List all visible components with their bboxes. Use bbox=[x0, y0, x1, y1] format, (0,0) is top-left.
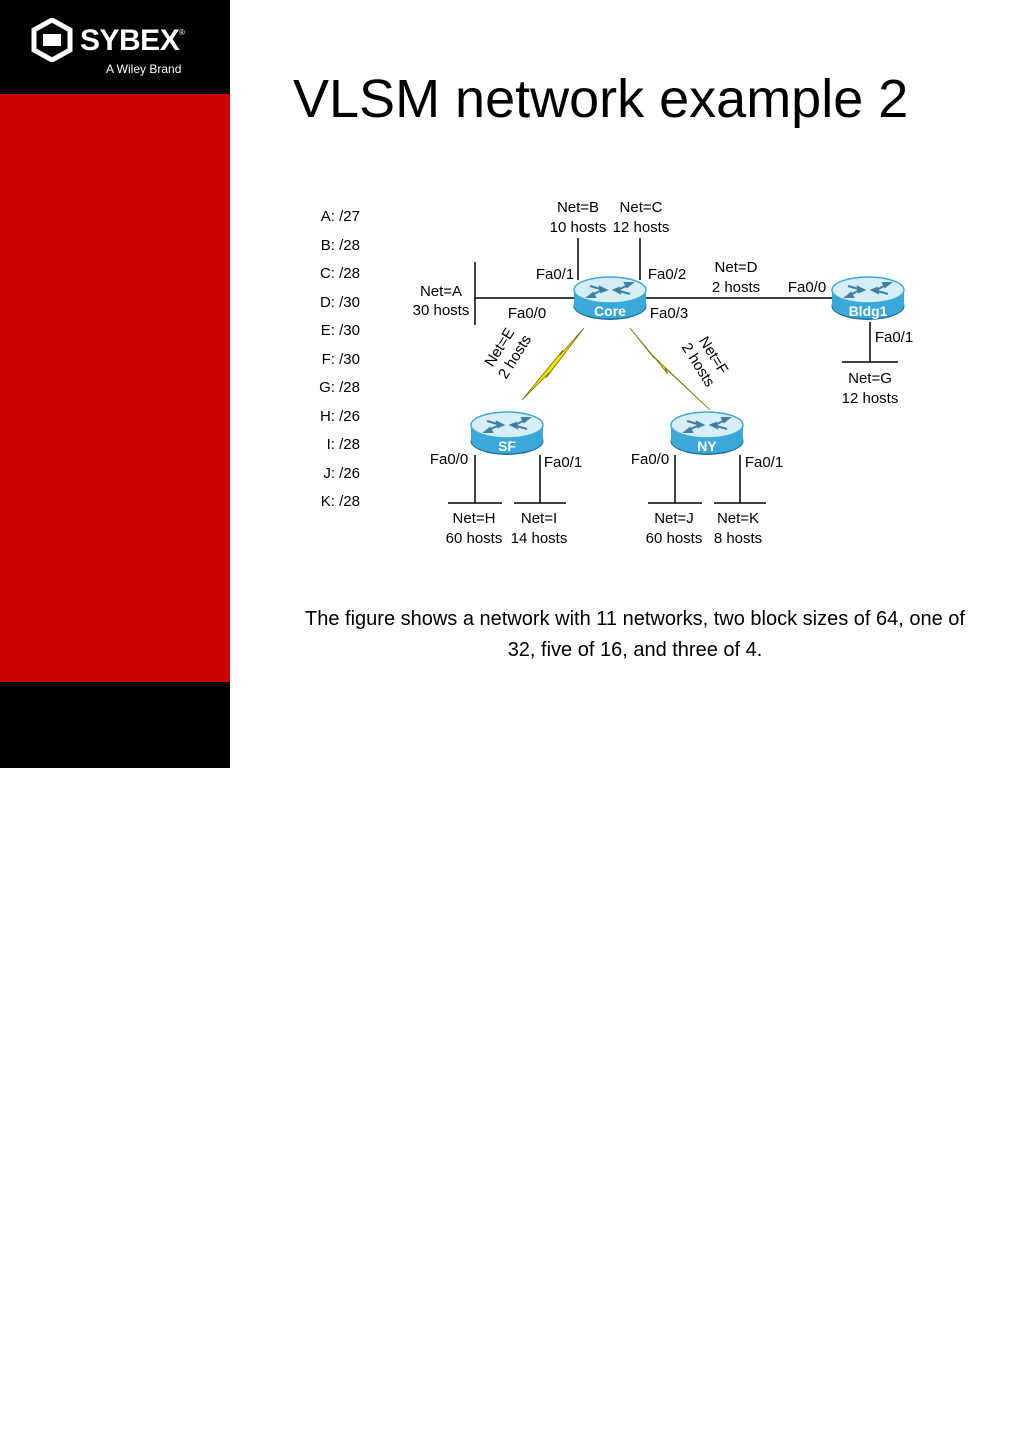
net-b-name: Net=B bbox=[557, 199, 599, 216]
net-h-hosts: 60 hosts bbox=[446, 530, 503, 547]
router-ny-label: NY bbox=[697, 438, 717, 454]
prefix-item-f: F: /30 bbox=[321, 350, 360, 368]
prefix-item-j: J: /26 bbox=[323, 464, 360, 482]
sybex-logo-block: SYBEX ® A Wiley Brand bbox=[0, 0, 230, 94]
net-j-name: Net=J bbox=[654, 510, 694, 527]
sybex-tagline: A Wiley Brand bbox=[106, 62, 182, 76]
prefix-item-c: C: /28 bbox=[319, 265, 360, 282]
router-bldg1: Bldg1 bbox=[831, 276, 905, 321]
net-k-name: Net=K bbox=[717, 510, 759, 527]
net-d-hosts: 2 hosts bbox=[712, 279, 760, 296]
net-e-label: Net=E 2 hosts bbox=[481, 325, 535, 382]
prefix-item-h: H: /26 bbox=[319, 407, 360, 425]
prefix-item-a: A: /27 bbox=[320, 208, 360, 225]
ny-fa00-label: Fa0/0 bbox=[631, 451, 669, 468]
serial-link-e bbox=[521, 327, 585, 401]
bldg1-fa00-label: Fa0/0 bbox=[788, 279, 826, 296]
core-fa01-label: Fa0/1 bbox=[536, 266, 574, 283]
prefix-item-d: D: /30 bbox=[319, 293, 360, 311]
net-h-name: Net=H bbox=[453, 510, 496, 527]
net-c-hosts: 12 hosts bbox=[613, 219, 670, 236]
bldg1-fa01-label: Fa0/1 bbox=[875, 329, 913, 346]
net-g-name: Net=G bbox=[848, 370, 892, 387]
prefix-item-g: G: /28 bbox=[319, 379, 360, 396]
network-diagram: Core Bldg1 SF NY Net=A 30 hosts Net=B 10… bbox=[413, 199, 914, 547]
registered-mark: ® bbox=[179, 28, 185, 37]
net-f-label: Net=F 2 hosts bbox=[678, 333, 731, 390]
router-sf: SF bbox=[470, 411, 544, 456]
net-a-hosts: 30 hosts bbox=[413, 302, 470, 319]
net-a-name: Net=A bbox=[420, 283, 462, 300]
router-core-label: Core bbox=[594, 303, 626, 319]
prefix-item-b: B: /28 bbox=[320, 236, 360, 254]
net-g-hosts: 12 hosts bbox=[842, 390, 899, 407]
prefix-item-e: E: /30 bbox=[320, 322, 360, 339]
net-d-name: Net=D bbox=[715, 259, 758, 276]
sybex-wordmark: SYBEX bbox=[80, 24, 180, 57]
prefix-item-i: I: /28 bbox=[326, 436, 360, 453]
router-ny: NY bbox=[670, 411, 744, 456]
net-c-name: Net=C bbox=[620, 199, 663, 216]
sybex-logo-icon bbox=[31, 18, 73, 62]
router-bldg1-label: Bldg1 bbox=[849, 303, 888, 319]
router-sf-label: SF bbox=[498, 438, 516, 454]
slide-caption: The figure shows a network with 11 netwo… bbox=[305, 608, 965, 661]
net-j-hosts: 60 hosts bbox=[646, 530, 703, 547]
sf-fa01-label: Fa0/1 bbox=[544, 454, 582, 471]
core-fa00-label: Fa0/0 bbox=[508, 305, 546, 322]
serial-link-f bbox=[629, 327, 711, 411]
slide-title: VLSM network example 2 bbox=[293, 69, 909, 129]
net-i-hosts: 14 hosts bbox=[511, 530, 568, 547]
router-core: Core bbox=[573, 276, 647, 321]
net-b-hosts: 10 hosts bbox=[550, 219, 607, 236]
prefix-item-k: K: /28 bbox=[320, 493, 360, 510]
core-fa03-label: Fa0/3 bbox=[650, 305, 688, 322]
sf-fa00-label: Fa0/0 bbox=[430, 451, 468, 468]
wiley-wordmark: WILEY bbox=[26, 1386, 167, 1432]
prefix-list: A: /27 B: /28 C: /28 D: /30 E: /30 F: /3… bbox=[300, 205, 360, 519]
core-fa02-label: Fa0/2 bbox=[648, 266, 686, 283]
sidebar-band: SYBEX ® A Wiley Brand WILEY bbox=[0, 0, 230, 1432]
net-k-hosts: 8 hosts bbox=[714, 530, 762, 547]
ny-fa01-label: Fa0/1 bbox=[745, 454, 783, 471]
net-i-name: Net=I bbox=[521, 510, 557, 527]
